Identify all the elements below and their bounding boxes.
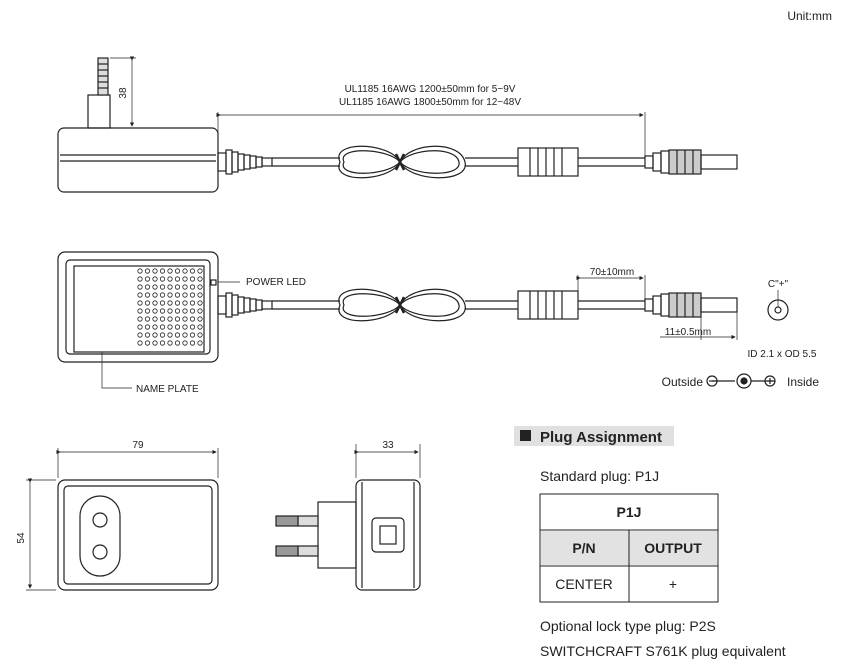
- pin-height-dim: 38: [118, 87, 129, 99]
- standard-plug-label: Standard plug: P1J: [540, 468, 659, 484]
- adapter-body-back: [57, 479, 219, 591]
- unit-label: Unit:mm: [787, 9, 832, 23]
- side-view: [57, 56, 738, 193]
- power-led-indicator: [210, 279, 217, 286]
- power-led-label: POWER LED: [246, 277, 306, 288]
- optional-plug-line1: Optional lock type plug: P2S: [540, 618, 716, 634]
- optional-plug-line2: SWITCHCRAFT S761K plug equivalent: [540, 643, 786, 659]
- adapter-body-side: [57, 127, 219, 193]
- body-width-dim: 54: [16, 532, 27, 544]
- vent-grid: [137, 268, 203, 346]
- name-plate-label: NAME PLATE: [136, 384, 199, 395]
- adapter-body-front: [57, 251, 219, 363]
- adapter-body-depth: [355, 479, 421, 591]
- front-view: [57, 251, 789, 389]
- wall-plug-socket: [79, 495, 121, 577]
- wall-plug-base: [87, 94, 111, 129]
- cable-spec-line2: UL1185 16AWG 1800±50mm for 12~48V: [339, 97, 521, 108]
- back-view: [26, 448, 219, 591]
- inside-label: Inside: [787, 375, 819, 389]
- tip-length-dim: 11±0.5mm: [665, 327, 711, 338]
- col-header-pn: P/N: [572, 540, 595, 556]
- section-bullet-icon: [520, 430, 531, 441]
- barrel-size-label: ID 2.1 x OD 5.5: [748, 349, 817, 360]
- polarity-top-label: C"+": [768, 279, 789, 290]
- table-title: P1J: [617, 504, 642, 520]
- outside-label: Outside: [662, 375, 704, 389]
- wall-plug-side: [317, 501, 357, 569]
- body-length-dim: 79: [132, 440, 144, 451]
- plug-table: [539, 493, 719, 603]
- dc-plug-tip: [700, 154, 738, 170]
- body-depth-dim: 33: [382, 440, 394, 451]
- cell-center: CENTER: [555, 576, 613, 592]
- col-header-output: OUTPUT: [644, 540, 702, 556]
- cell-plus: +: [669, 576, 677, 592]
- plug-assignment-panel: Plug Assignment Standard plug: P1J P1J P…: [514, 426, 786, 659]
- plug-assignment-title: Plug Assignment: [540, 429, 662, 446]
- ferrite-core: [517, 147, 579, 177]
- plug-assignment-header: [514, 426, 674, 446]
- side-view-pins: [275, 444, 421, 591]
- plug-length-dim: 70±10mm: [590, 267, 634, 278]
- cable-spec-line1: UL1185 16AWG 1200±50mm for 5~9V: [345, 84, 516, 95]
